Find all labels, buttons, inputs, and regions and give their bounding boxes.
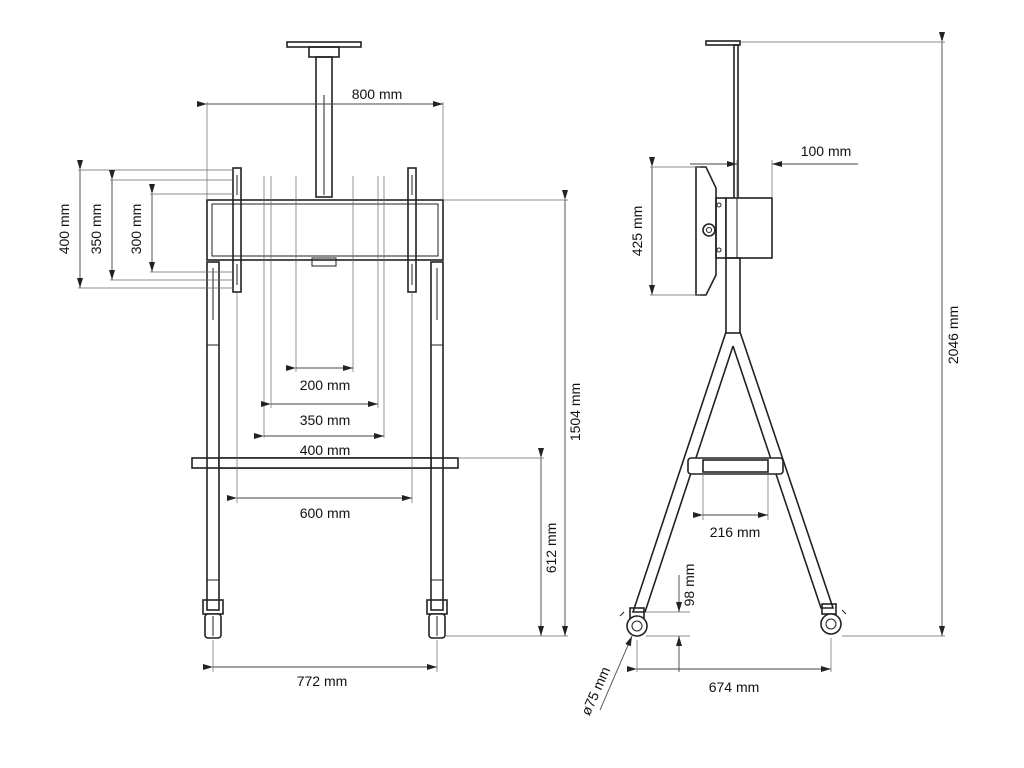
front-caster-left — [202, 599, 224, 639]
upright-left — [206, 261, 220, 611]
top-pole — [315, 56, 333, 198]
side-top-pole — [733, 44, 739, 201]
dim-vesa-400: 400 mm — [300, 442, 351, 458]
side-view: 100 mm 425 mm 2046 mm 216 mm 98 mm 674 m… — [578, 32, 961, 718]
dim-base-depth: 674 mm — [709, 679, 760, 695]
side-shelf — [687, 457, 784, 475]
side-mount-box — [725, 197, 773, 259]
dim-caster-height: 98 mm — [681, 564, 697, 607]
dim-shelf-depth: 216 mm — [710, 524, 761, 540]
dim-shelf-height: 612 mm — [543, 523, 559, 574]
side-ceiling-plate — [705, 40, 741, 46]
ceiling-bracket — [308, 46, 340, 58]
dim-total-height: 2046 mm — [945, 306, 961, 364]
dim-vesa-v-350: 350 mm — [88, 204, 104, 255]
front-caster-right — [426, 599, 448, 639]
dim-display-width: 800 mm — [352, 86, 403, 102]
dim-vesa-v-400: 400 mm — [56, 204, 72, 255]
upright-right — [430, 261, 444, 611]
side-leg-front — [631, 331, 734, 613]
dim-vesa-200: 200 mm — [300, 377, 351, 393]
side-display — [695, 166, 717, 296]
dim-wheel-base: 772 mm — [297, 673, 348, 689]
side-caster-front — [619, 607, 648, 637]
dim-bracket-height: 425 mm — [629, 206, 645, 257]
dim-vesa-600: 600 mm — [300, 505, 351, 521]
dim-vesa-v-300: 300 mm — [128, 204, 144, 255]
dim-vesa-350: 350 mm — [300, 412, 351, 428]
side-column — [725, 257, 741, 334]
display-panel — [206, 199, 444, 261]
front-view: 800 mm 200 mm 350 mm 400 mm 600 mm 400 m… — [56, 41, 583, 689]
side-caster-rear — [820, 603, 847, 635]
dim-mount-height: 1504 mm — [567, 383, 583, 441]
side-leg-rear — [732, 331, 835, 609]
dim-offset: 100 mm — [801, 143, 852, 159]
